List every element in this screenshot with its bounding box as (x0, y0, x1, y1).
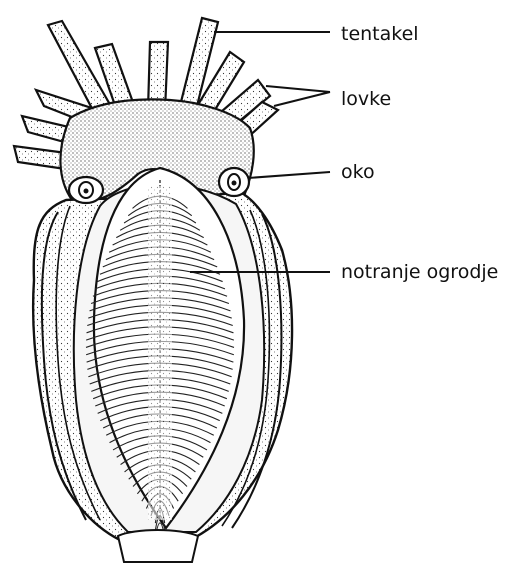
label-arms: lovke (341, 88, 391, 110)
label-tentacle: tentakel (341, 23, 419, 45)
eye-right (219, 168, 249, 196)
siphon-base (118, 530, 198, 562)
leader-arms-lower (274, 92, 330, 106)
label-eye: oko (341, 161, 375, 183)
eye-left (69, 177, 103, 203)
label-inner-skeleton: notranje ogrodje (341, 261, 498, 283)
leader-arms-upper (266, 86, 330, 92)
leader-eye (248, 172, 330, 178)
